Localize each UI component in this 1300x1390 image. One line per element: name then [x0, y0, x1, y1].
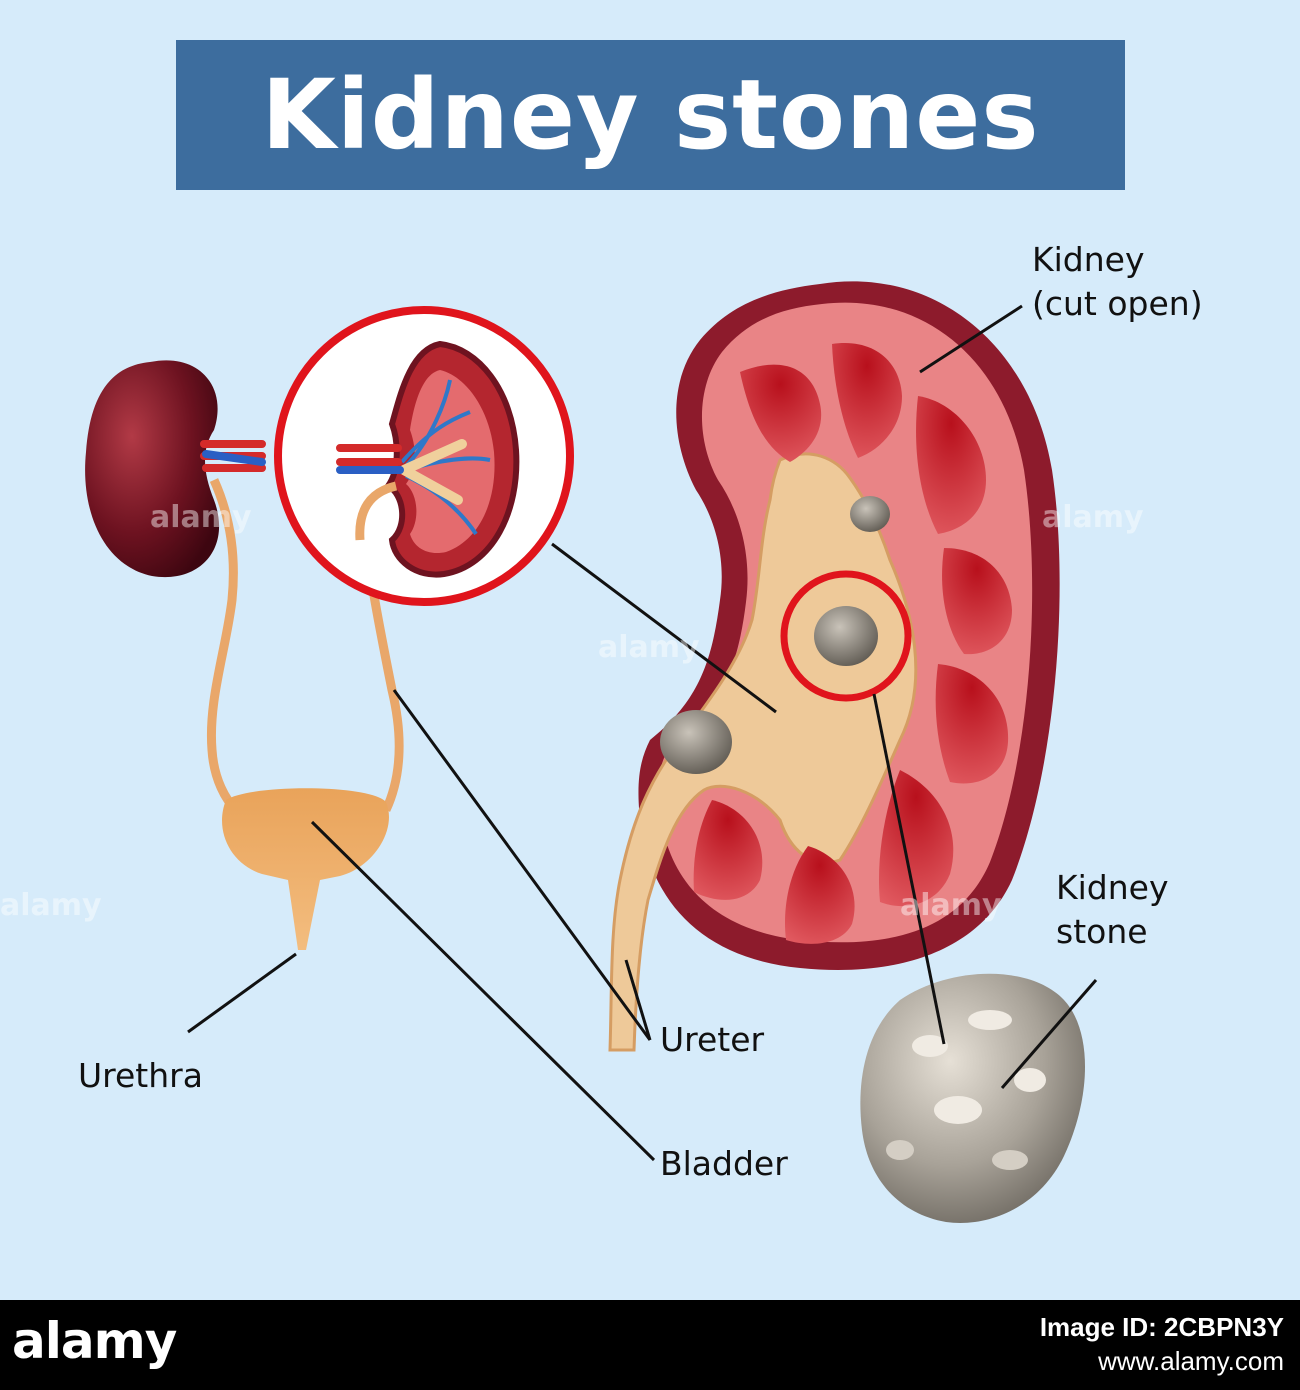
- page-title: Kidney stones: [261, 59, 1040, 171]
- label-kidney-line2: (cut open): [1032, 284, 1203, 323]
- cut-open-kidney: [608, 281, 1060, 1052]
- label-bladder: Bladder: [660, 1144, 788, 1183]
- footer-brand-logo: alamy: [12, 1312, 177, 1370]
- footer-info: Image ID: 2CBPN3Y www.alamy.com: [1040, 1310, 1284, 1378]
- watermark: alamy: [900, 888, 1002, 923]
- image-id: Image ID: 2CBPN3Y: [1039, 1312, 1284, 1342]
- leader-lines: [187, 304, 1098, 1162]
- label-kidney-line1: Kidney: [1032, 240, 1145, 279]
- label-stone-line1: Kidney: [1056, 868, 1169, 907]
- illustration: [85, 281, 1098, 1223]
- title-banner: Kidney stones: [176, 40, 1125, 190]
- label-kidney-stone: Kidney stone: [1056, 866, 1169, 954]
- kidney-stone-closeup: [860, 973, 1085, 1223]
- label-urethra: Urethra: [78, 1056, 203, 1095]
- label-stone-line2: stone: [1056, 912, 1148, 951]
- watermark: alamy: [1042, 500, 1144, 535]
- watermark: alamy: [150, 500, 252, 535]
- magnified-kidney: [274, 306, 574, 606]
- label-ureter: Ureter: [660, 1020, 765, 1059]
- watermark: alamy: [0, 888, 102, 923]
- whole-kidney: [85, 360, 266, 578]
- footer-url: www.alamy.com: [1098, 1346, 1284, 1376]
- footer-bar: alamy Image ID: 2CBPN3Y www.alamy.com: [0, 1300, 1300, 1390]
- label-kidney-cut-open: Kidney (cut open): [1032, 238, 1203, 326]
- watermark: alamy: [598, 630, 700, 665]
